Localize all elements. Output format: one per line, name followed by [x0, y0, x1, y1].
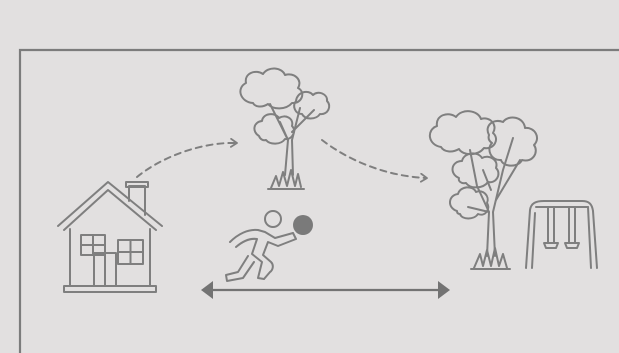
- tree-icon-large: [430, 111, 537, 269]
- ball-icon: [293, 215, 313, 235]
- house-icon: [58, 182, 162, 292]
- swing-set-icon: [526, 201, 597, 268]
- frame-border: [20, 50, 619, 353]
- dashed-arc-arrow-icon: [137, 143, 236, 177]
- dashed-arc-arrow-icon-2: [322, 140, 426, 178]
- tree-icon: [240, 68, 329, 189]
- double-headed-arrow-icon: [201, 281, 450, 299]
- running-person-icon: [226, 211, 296, 281]
